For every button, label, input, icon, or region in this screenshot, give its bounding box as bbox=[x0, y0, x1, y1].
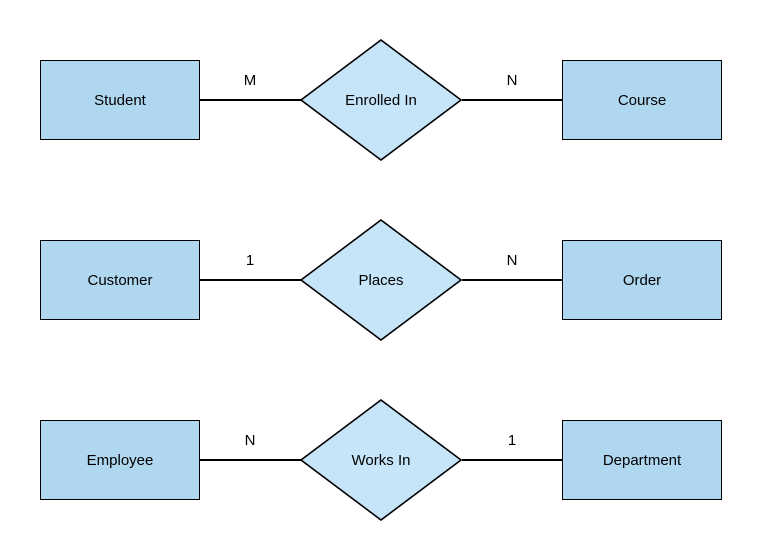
er-row-employee-department: Employee N Works In 1 Department bbox=[0, 380, 761, 540]
entity-student[interactable]: Student bbox=[40, 60, 200, 140]
entity-label: Student bbox=[94, 91, 146, 109]
entity-label: Course bbox=[617, 91, 667, 109]
cardinality-label-left: 1 bbox=[245, 252, 255, 269]
cardinality-label-right: N bbox=[506, 72, 518, 89]
connector-line-right bbox=[462, 99, 563, 101]
diamond-shape bbox=[299, 399, 463, 521]
er-row-customer-order: Customer 1 Places N Order bbox=[0, 200, 761, 360]
connector-line-right bbox=[462, 459, 563, 461]
connector-line-left bbox=[200, 279, 301, 281]
cardinality-label-right: N bbox=[506, 252, 518, 269]
entity-employee[interactable]: Employee bbox=[40, 420, 200, 500]
entity-label: Employee bbox=[86, 451, 154, 469]
connector-line-right bbox=[462, 279, 563, 281]
relationship-diamond-enrolled-in[interactable]: Enrolled In bbox=[299, 38, 463, 162]
entity-order[interactable]: Order bbox=[562, 240, 722, 320]
connector-line-left bbox=[200, 99, 301, 101]
entity-label: Order bbox=[622, 271, 662, 289]
diamond-shape bbox=[299, 219, 463, 341]
connector-line-left bbox=[200, 459, 301, 461]
entity-department[interactable]: Department bbox=[562, 420, 722, 500]
entity-course[interactable]: Course bbox=[562, 60, 722, 140]
relationship-diamond-places[interactable]: Places bbox=[299, 218, 463, 342]
cardinality-label-right: 1 bbox=[507, 432, 517, 449]
er-row-student-course: Student M Enrolled In N Course bbox=[0, 20, 761, 180]
entity-customer[interactable]: Customer bbox=[40, 240, 200, 320]
cardinality-label-left: M bbox=[243, 72, 257, 89]
diamond-shape bbox=[299, 39, 463, 161]
entity-label: Department bbox=[602, 451, 682, 469]
relationship-diamond-works-in[interactable]: Works In bbox=[299, 398, 463, 522]
cardinality-label-left: N bbox=[244, 432, 256, 449]
entity-label: Customer bbox=[87, 271, 153, 289]
